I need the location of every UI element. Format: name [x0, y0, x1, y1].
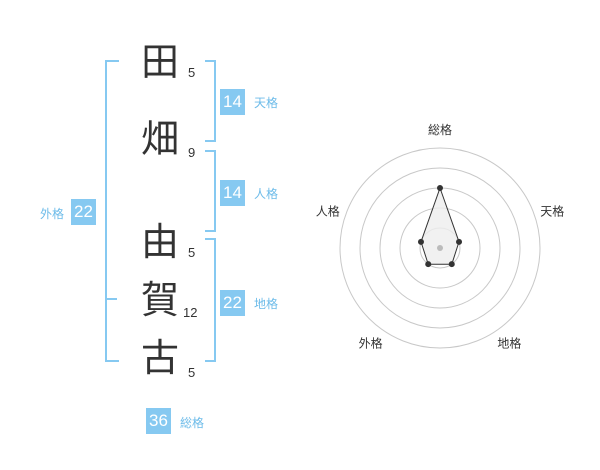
- radar-point: [437, 185, 443, 191]
- radar-axis-label: 外格: [359, 336, 383, 351]
- gaikaku-label: 外格: [40, 207, 65, 221]
- name-char-3: 由: [140, 220, 179, 264]
- tenkaku-bracket: [205, 60, 216, 142]
- stroke-count-3: 5: [188, 245, 196, 260]
- chikaku-value: 22: [220, 290, 245, 316]
- soukaku-label: 総格: [180, 416, 205, 430]
- name-char-4: 賀: [140, 278, 179, 322]
- radar-grid-ring: [359, 167, 521, 329]
- radar-axis-label: 人格: [316, 204, 340, 219]
- name-char-2: 畑: [140, 117, 179, 161]
- jinkaku-value: 14: [220, 180, 245, 206]
- name-char-1: 田: [140, 40, 179, 84]
- radar-area: [420, 186, 460, 265]
- radar-axis-label: 総格: [428, 122, 452, 137]
- gaikaku-value: 22: [71, 199, 96, 225]
- tenkaku-value: 14: [220, 89, 245, 115]
- stroke-count-4: 12: [183, 305, 198, 320]
- gaikaku-bracket: [105, 60, 119, 362]
- stroke-count-5: 5: [188, 365, 196, 380]
- stroke-count-1: 5: [188, 65, 196, 80]
- radar-grid-ring: [339, 147, 541, 349]
- name-char-5: 古: [140, 336, 179, 380]
- radar-center-point: [437, 245, 443, 251]
- chikaku-bracket: [205, 238, 216, 362]
- chikaku-label: 地格: [254, 297, 279, 311]
- radar-axis-label: 地格: [497, 336, 521, 351]
- radar-axis-label: 天格: [540, 204, 564, 219]
- soukaku-value: 36: [146, 408, 171, 434]
- tenkaku-label: 天格: [254, 96, 279, 110]
- jinkaku-label: 人格: [254, 187, 279, 201]
- radar-point: [456, 238, 463, 245]
- radar-point: [448, 261, 455, 268]
- radar-point: [425, 261, 432, 268]
- stroke-count-2: 9: [188, 145, 196, 160]
- gaikaku-bracket-divider: [105, 298, 117, 300]
- jinkaku-bracket: [205, 150, 216, 232]
- radar-point: [417, 238, 424, 245]
